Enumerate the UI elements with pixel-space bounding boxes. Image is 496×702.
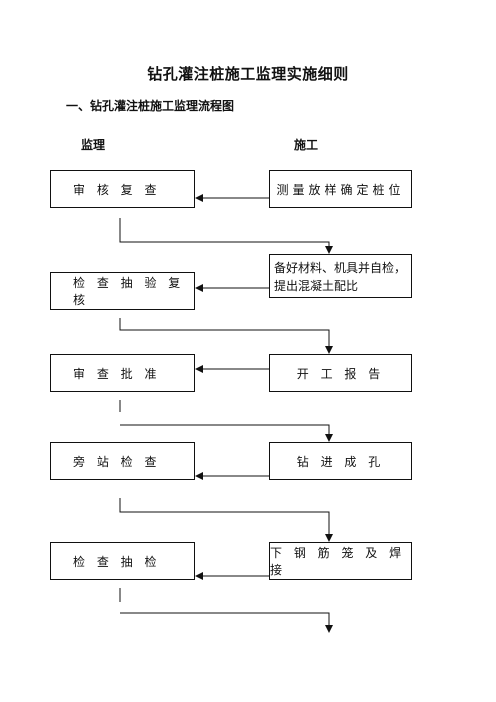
node-label: 审 查 批 准: [73, 366, 161, 381]
node-inspect-sample-verify: 检 查 抽 验 复 核: [50, 272, 195, 310]
connector-step-5b: [120, 612, 333, 633]
connector-step-3b: [120, 424, 333, 442]
node-drilling: 钻 进 成 孔: [269, 442, 412, 480]
connector-step-1: [119, 218, 333, 254]
node-prepare-materials: 备好材料、机具并自检， 提出混凝土配比: [269, 254, 412, 298]
node-label: 旁 站 检 查: [73, 454, 161, 469]
section-heading: 一、钻孔灌注桩施工监理流程图: [66, 99, 235, 113]
connector-step-2: [119, 318, 333, 354]
column-label-supervision: 监理: [81, 138, 106, 152]
node-inspect-spot-check: 检 查 抽 检: [50, 542, 195, 580]
node-label: 下 钢 筋 笼 及 焊 接: [270, 546, 406, 577]
node-label-line2: 提出混凝土配比: [274, 279, 359, 293]
column-label-construction: 施工: [294, 138, 319, 152]
node-review-recheck: 审 核 复 查: [50, 170, 195, 208]
node-label: 检 查 抽 验 复 核: [73, 276, 185, 307]
node-label-line1: 备好材料、机具并自检，: [274, 261, 407, 275]
node-label: 检 查 抽 检: [73, 554, 161, 569]
node-rebar-cage-welding: 下 钢 筋 笼 及 焊 接: [269, 542, 412, 580]
node-start-report: 开 工 报 告: [269, 354, 412, 392]
node-side-station-inspect: 旁 站 检 查: [50, 442, 195, 480]
page-title: 钻孔灌注桩施工监理实施细则: [147, 65, 349, 83]
node-label: 钻 进 成 孔: [296, 454, 385, 469]
node-survey-stakeout: 测量放样确定桩位: [269, 170, 412, 208]
node-review-approve: 审 查 批 准: [50, 354, 195, 392]
connector-step-4: [119, 498, 333, 542]
node-label: 开 工 报 告: [296, 366, 385, 381]
node-label: 测量放样确定桩位: [276, 182, 405, 197]
node-label: 审 核 复 查: [73, 182, 161, 197]
